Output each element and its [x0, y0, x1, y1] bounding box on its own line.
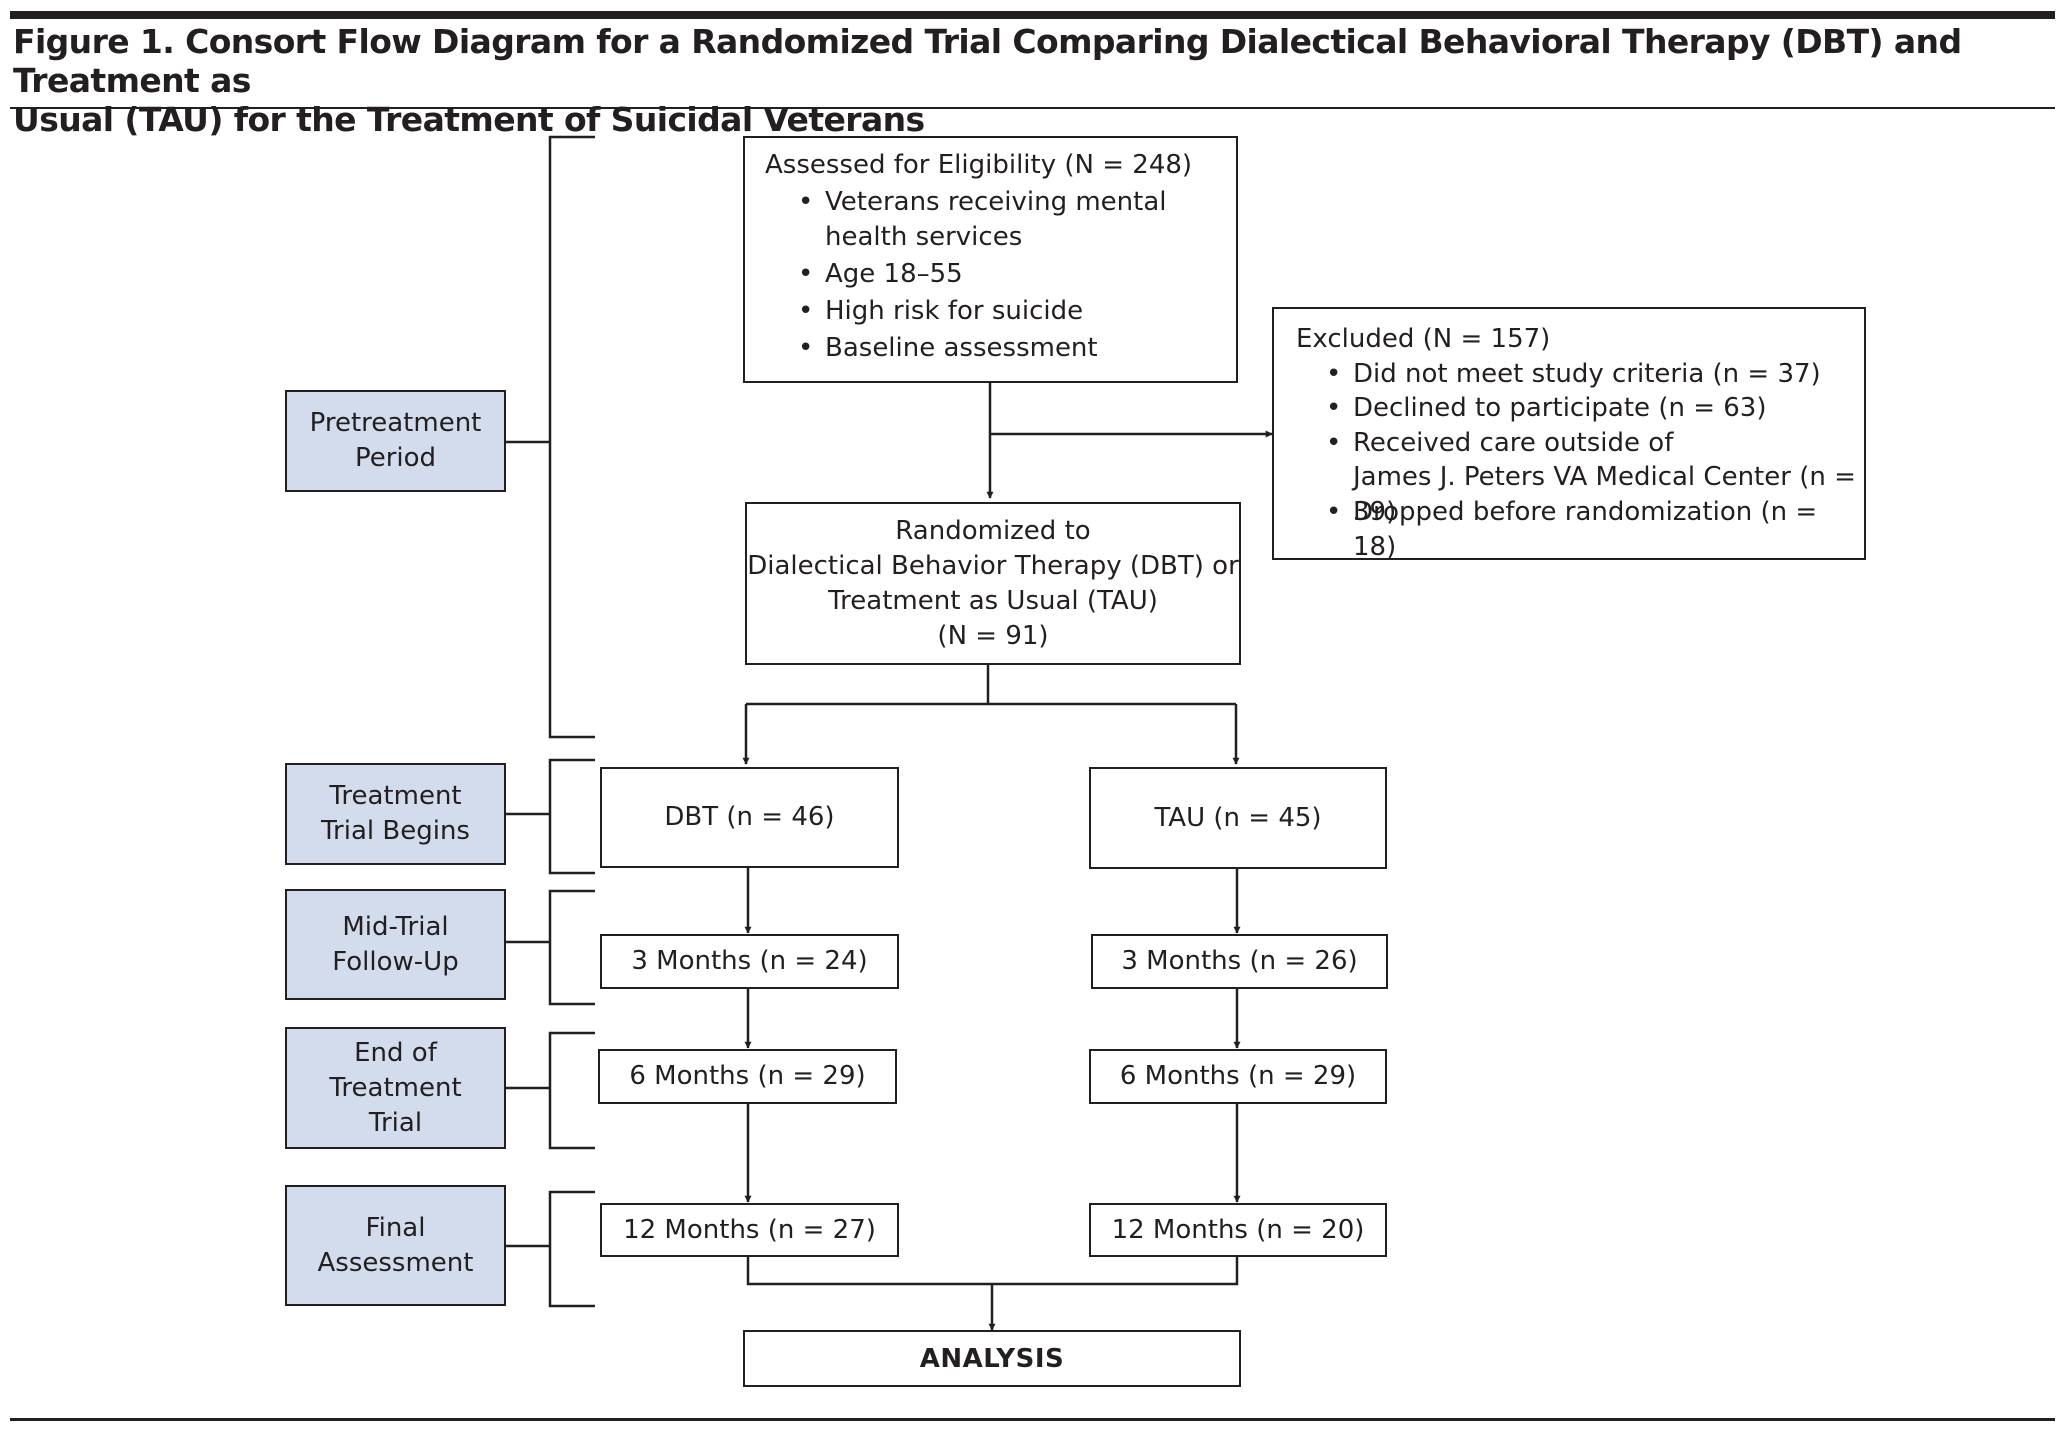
period-line: Mid-Trial [342, 911, 449, 942]
mid-trial-bracket [506, 889, 595, 1006]
pretreatment-bracket [506, 135, 595, 739]
dbt-12-months-label: 12 Months (n = 27) [623, 1214, 876, 1245]
tau-12-months-label: 12 Months (n = 20) [1111, 1214, 1365, 1245]
period-line: Treatment [329, 1072, 462, 1103]
end-of-treatment-bracket [506, 1031, 595, 1150]
tau-6-months-label: 6 Months (n = 29) [1119, 1061, 1357, 1091]
excluded-heading: Excluded (N = 157) [1296, 324, 1551, 354]
top-rule [10, 11, 2055, 19]
period-final-assessment-label: Final Assessment [318, 1211, 474, 1281]
randomized-text: Randomized to Dialectical Behavior Thera… [747, 514, 1239, 654]
period-treatment-trial-begins-label: Treatment Trial Begins [321, 779, 470, 849]
period-final-assessment: Final Assessment [285, 1185, 506, 1306]
figure-title-line-2: Usual (TAU) for the Treatment of Suicida… [13, 100, 925, 139]
dbt-3-months-box: 3 Months (n = 24) [600, 934, 899, 989]
eligibility-bullet: Veterans receiving mental [798, 185, 1166, 220]
eligibility-bullet: Baseline assessment [798, 331, 1098, 366]
eligibility-box: Assessed for Eligibility (N = 248) Veter… [743, 136, 1238, 383]
randomized-box: Randomized to Dialectical Behavior Thera… [745, 502, 1241, 665]
period-mid-trial-follow-up-label: Mid-Trial Follow-Up [332, 910, 458, 980]
period-line: Trial Begins [321, 816, 470, 846]
tau-6-months-box: 6 Months (n = 29) [1089, 1049, 1387, 1104]
randomized-split-line [746, 664, 1236, 706]
randomized-line: Treatment as Usual (TAU) [828, 585, 1158, 616]
eligibility-bullet: Age 18–55 [798, 257, 963, 292]
eligibility-bullet: High risk for suicide [798, 294, 1083, 329]
analysis-box: ANALYSIS [743, 1330, 1241, 1387]
randomized-line: Dialectical Behavior Therapy (DBT) or [747, 550, 1239, 581]
period-line: Follow-Up [332, 946, 459, 977]
dbt-6-months-label: 6 Months (n = 29) [629, 1061, 866, 1091]
dbt-12-months-box: 12 Months (n = 27) [600, 1203, 899, 1257]
title-rule [10, 107, 2055, 109]
treatment-begins-bracket [506, 758, 595, 875]
analysis-label: ANALYSIS [919, 1343, 1065, 1374]
tau-start-box: TAU (n = 45) [1089, 767, 1387, 869]
randomized-line: (N = 91) [937, 620, 1049, 651]
final-assessment-bracket [506, 1190, 595, 1308]
tau-12-months-box: 12 Months (n = 20) [1089, 1203, 1387, 1257]
period-pretreatment: Pretreatment Period [285, 390, 506, 492]
dbt-start-box: DBT (n = 46) [600, 767, 899, 868]
period-end-of-treatment-trial: End of Treatment Trial [285, 1027, 506, 1149]
period-line: Trial [368, 1107, 423, 1138]
tau-3-months-box: 3 Months (n = 26) [1091, 934, 1388, 989]
period-mid-trial-follow-up: Mid-Trial Follow-Up [285, 889, 506, 1000]
period-line: Period [354, 443, 437, 473]
figure-title-line-1: Figure 1. Consort Flow Diagram for a Ran… [13, 22, 1962, 100]
excluded-bullet: Received care outside of [1326, 426, 1673, 461]
eligibility-bullet-continuation: health services [825, 222, 1023, 252]
period-line: Assessment [317, 1247, 474, 1278]
period-line: End of [354, 1037, 437, 1068]
merge-line [746, 1256, 1239, 1286]
dbt-start-label: DBT (n = 46) [664, 802, 835, 832]
dbt-3-months-label: 3 Months (n = 24) [631, 946, 868, 976]
period-pretreatment-label: Pretreatment Period [310, 406, 482, 476]
period-line: Pretreatment [309, 408, 482, 438]
randomized-line: Randomized to [895, 515, 1091, 546]
excluded-bullet: Declined to participate (n = 63) [1326, 391, 1766, 426]
figure-title: Figure 1. Consort Flow Diagram for a Ran… [13, 22, 2043, 139]
period-line: Treatment [329, 781, 462, 811]
period-treatment-trial-begins: Treatment Trial Begins [285, 763, 506, 865]
dbt-6-months-box: 6 Months (n = 29) [598, 1049, 897, 1104]
bottom-rule [10, 1418, 2055, 1421]
excluded-box: Excluded (N = 157) Did not meet study cr… [1272, 307, 1866, 562]
tau-start-label: TAU (n = 45) [1154, 802, 1322, 833]
tau-3-months-label: 3 Months (n = 26) [1121, 946, 1358, 976]
excluded-bullet: Dropped before randomization (n = 18) [1326, 495, 1864, 565]
period-end-of-treatment-trial-label: End of Treatment Trial [329, 1036, 461, 1141]
eligibility-heading: Assessed for Eligibility (N = 248) [765, 150, 1193, 180]
excluded-bullet: Did not meet study criteria (n = 37) [1326, 357, 1821, 392]
period-line: Final [365, 1212, 426, 1243]
